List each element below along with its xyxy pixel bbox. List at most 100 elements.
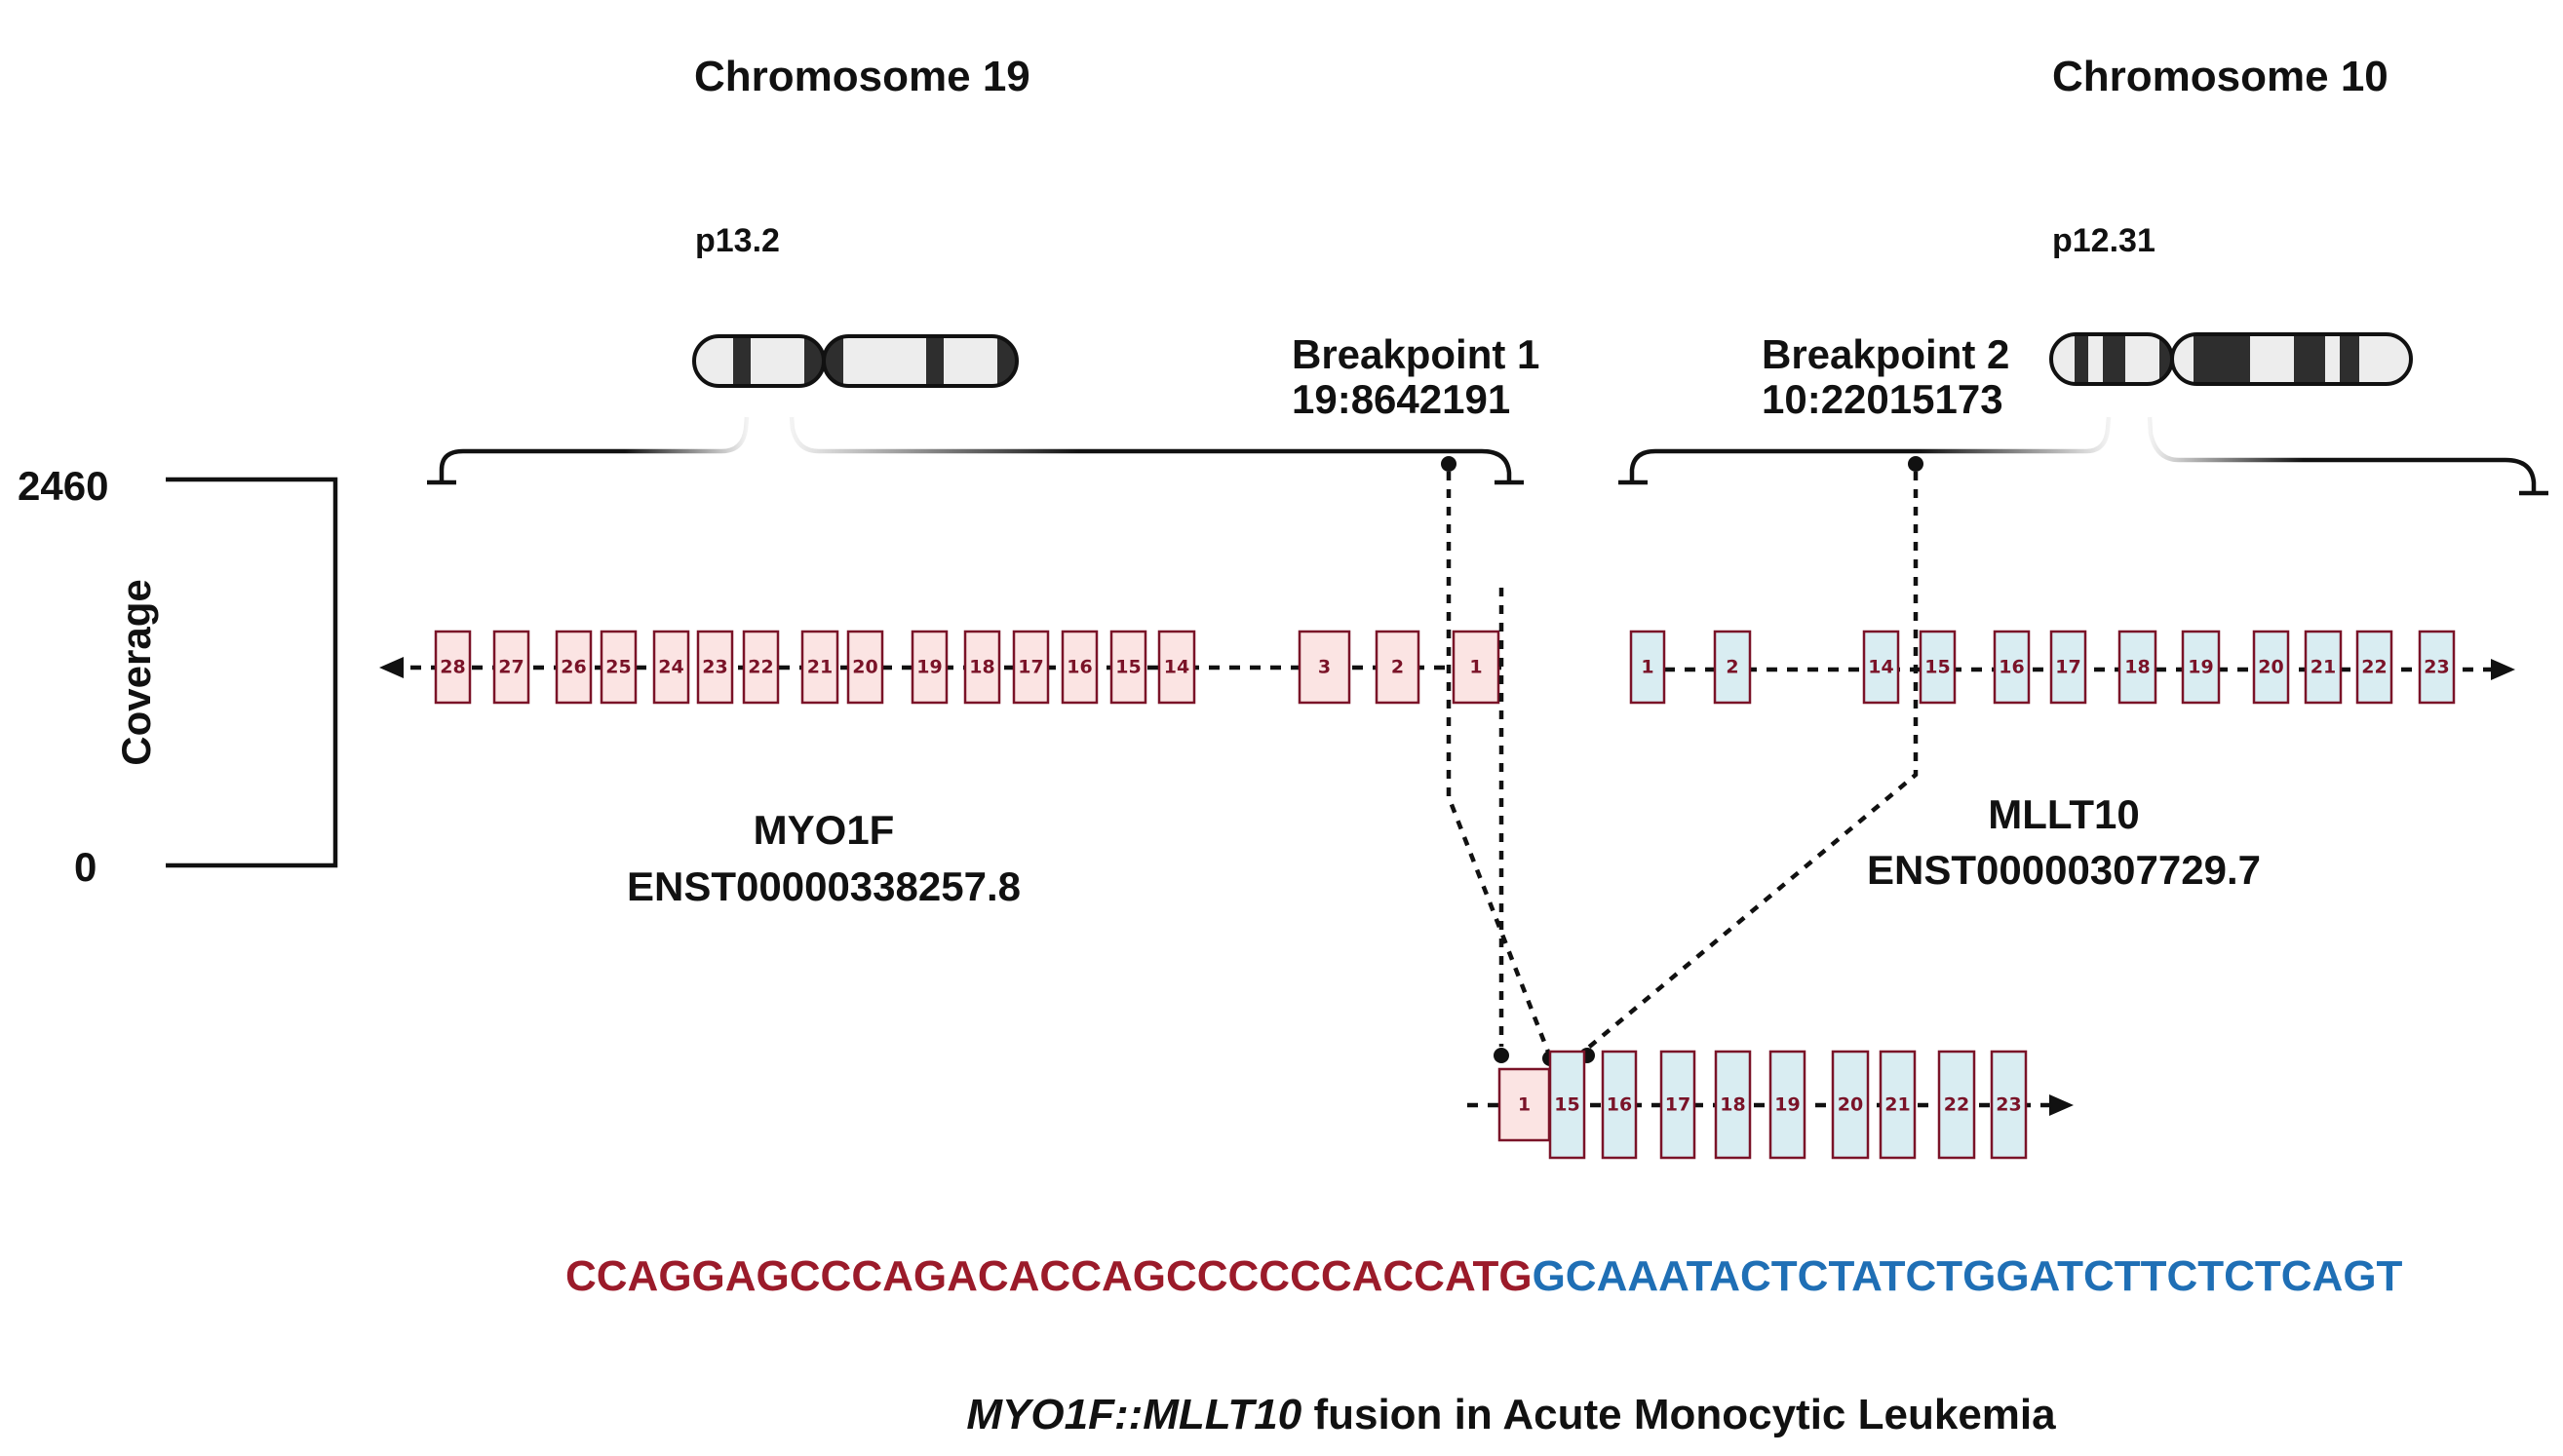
chromosome-10-title: Chromosome 10 <box>2052 53 2388 100</box>
chromosome-10-band <box>2103 334 2125 384</box>
chromosome-19-band-label: p13.2 <box>695 222 780 259</box>
myo1f-exon-16: 16 <box>1061 630 1099 705</box>
myo1f-exon-1: 1 <box>1452 630 1500 705</box>
chromosome-10-band <box>2325 334 2340 384</box>
exon-number: 22 <box>2361 657 2387 678</box>
chromosome-10-ideogram <box>2049 332 2413 386</box>
exon-number: 17 <box>2055 657 2080 678</box>
mllt10-exon-16: 16 <box>1993 630 2031 705</box>
mllt10-exon-19: 19 <box>2181 630 2221 705</box>
exon-number: 19 <box>916 657 942 678</box>
mllt10-exon-1: 1 <box>1629 630 1666 705</box>
exon-number: 20 <box>2258 657 2283 678</box>
chromosome-19-zoom-bracket <box>427 416 1524 485</box>
breakpoint-1-coordinate: 19:8642191 <box>1292 376 1510 422</box>
mllt10-exon-15: 15 <box>1919 630 1957 705</box>
exon-number: 17 <box>1665 1094 1690 1116</box>
chromosome-10-band <box>2172 334 2194 384</box>
exon-number: 20 <box>1838 1094 1863 1116</box>
chromosome-19-title: Chromosome 19 <box>694 53 1030 100</box>
coverage-axis: 2460 0 Coverage <box>18 463 338 890</box>
exon-number: 23 <box>2424 657 2449 678</box>
fusion-exon-mllt10-18: 18 <box>1714 1050 1752 1160</box>
breakpoint-connectors <box>1441 456 1923 1066</box>
myo1f-exon-2: 2 <box>1375 630 1420 705</box>
fusion-exon-mllt10-20: 20 <box>1831 1050 1870 1160</box>
exon-number: 28 <box>440 657 465 678</box>
breakpoint-2-label: Breakpoint 2 <box>1762 331 2009 377</box>
mllt10-exon-21: 21 <box>2304 630 2343 705</box>
fusion-exon-mllt10-22: 22 <box>1937 1050 1976 1160</box>
myo1f-exon-26: 26 <box>555 630 593 705</box>
exon-number: 17 <box>1018 657 1043 678</box>
myo1f-exon-25: 25 <box>600 630 638 705</box>
exon-number: 3 <box>1318 657 1331 678</box>
mllt10-exon-20: 20 <box>2252 630 2290 705</box>
chromosome-10-band <box>2340 334 2359 384</box>
chromosome-19-band <box>751 336 804 386</box>
exon-number: 21 <box>2311 657 2336 678</box>
myo1f-exon-21: 21 <box>800 630 839 705</box>
exon-number: 18 <box>969 657 994 678</box>
mllt10-exon-14: 14 <box>1862 630 1900 705</box>
mllt10-gene-track: 1 2 14 15 16 17 18 19 20 21 22 23 <box>1629 630 2515 705</box>
chromosome-19-band <box>733 336 751 386</box>
myo1f-exon-28: 28 <box>434 630 472 705</box>
exon-number: 1 <box>1641 657 1653 678</box>
chromosome-19-band <box>926 336 944 386</box>
fusion-junction-sequence: CCAGGAGCCCAGACACCAGCCCCCCACCATGGCAAATACT… <box>565 1252 2403 1300</box>
chromosome-10-band <box>2125 334 2159 384</box>
exon-number: 14 <box>1164 657 1189 678</box>
chromosome-10-band <box>2250 334 2294 384</box>
exon-number: 2 <box>1726 657 1738 678</box>
mllt10-exon-23: 23 <box>2418 630 2456 705</box>
fusion-exon-myo1f-1: 1 <box>1497 1067 1551 1142</box>
fusion-strand-arrow-icon <box>2049 1094 2074 1116</box>
exon-number: 1 <box>1469 657 1482 678</box>
exon-number: 19 <box>2188 657 2213 678</box>
chromosome-10-band <box>2294 334 2325 384</box>
myo1f-exon-14: 14 <box>1157 630 1196 705</box>
exon-number: 24 <box>658 657 683 678</box>
exon-number: 16 <box>1067 657 1092 678</box>
breakpoint-1-label: Breakpoint 1 <box>1292 331 1539 377</box>
myo1f-exon-15: 15 <box>1109 630 1147 705</box>
coverage-max-label: 2460 <box>18 463 108 509</box>
coverage-axis-label: Coverage <box>113 579 159 765</box>
myo1f-gene-name: MYO1F <box>754 807 895 853</box>
fusion-exon-mllt10-15: 15 <box>1548 1050 1586 1160</box>
breakpoint-2-coordinate: 10:22015173 <box>1762 376 2003 422</box>
chromosome-10-band <box>2088 334 2103 384</box>
fusion-name: MYO1F::MLLT10 <box>966 1391 1301 1438</box>
exon-number: 15 <box>1115 657 1141 678</box>
myo1f-exon-20: 20 <box>846 630 884 705</box>
mllt10-exon-2: 2 <box>1713 630 1752 705</box>
exon-number: 23 <box>1996 1094 2021 1116</box>
breakpoint-1-marker <box>1441 456 1456 472</box>
mllt10-gene-name: MLLT10 <box>1988 791 2140 837</box>
exon-number: 16 <box>1607 1094 1632 1116</box>
exon-number: 25 <box>605 657 631 678</box>
mllt10-exon-18: 18 <box>2117 630 2157 705</box>
chromosome-19-band <box>843 336 926 386</box>
myo1f-exon-24: 24 <box>652 630 690 705</box>
fusion-exon-mllt10-19: 19 <box>1768 1050 1806 1160</box>
exon-number: 18 <box>2124 657 2150 678</box>
myo1f-exon-23: 23 <box>696 630 734 705</box>
chromosome-10-band <box>2075 334 2088 384</box>
exon-number: 19 <box>1774 1094 1800 1116</box>
exon-number: 27 <box>498 657 524 678</box>
breakpoint-1-connector <box>1446 472 1552 1055</box>
chromosome-10-band <box>2194 334 2250 384</box>
exon-number: 16 <box>1999 657 2024 678</box>
mllt10-exon-17: 17 <box>2049 630 2087 705</box>
mllt10-sequence: GCAAATACTCTATCTGGATCTTCTCTCAGT <box>1533 1252 2403 1300</box>
mllt10-transcript-id: ENST00000307729.7 <box>1867 847 2261 893</box>
chromosome-10-band-label: p12.31 <box>2052 222 2155 259</box>
fusion-exon-mllt10-21: 21 <box>1879 1050 1917 1160</box>
exon-number: 15 <box>1924 657 1950 678</box>
myo1f-strand-arrow-icon <box>379 657 404 678</box>
exon-number: 2 <box>1391 657 1404 678</box>
